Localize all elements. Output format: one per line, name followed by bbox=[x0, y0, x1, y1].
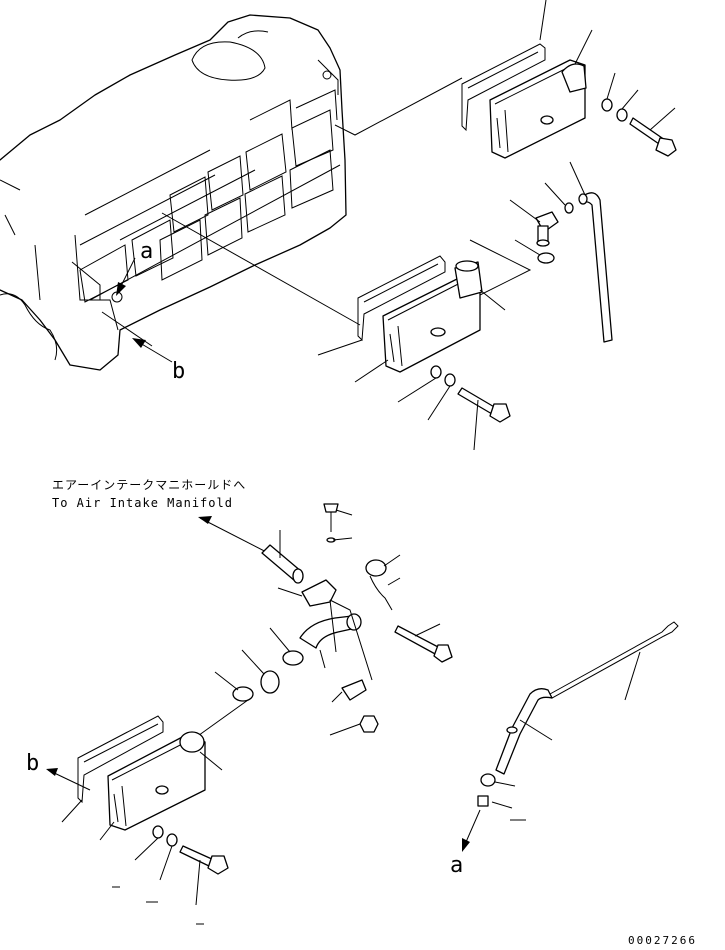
clamp-lower bbox=[232, 686, 254, 702]
washer-upper-1 bbox=[601, 98, 613, 112]
gasket-middle bbox=[357, 255, 446, 342]
svg-text:a: a bbox=[140, 239, 153, 264]
cap bbox=[365, 559, 387, 577]
gasket-upper bbox=[461, 43, 546, 132]
note-japanese: エアーインテークマニホールドへ bbox=[52, 478, 246, 492]
engine-block bbox=[0, 14, 347, 371]
hose-assembly bbox=[194, 503, 453, 739]
breather-elbow bbox=[535, 211, 559, 247]
side-cover-upper bbox=[489, 59, 586, 159]
svg-text:b: b bbox=[26, 751, 39, 776]
destination-note: エアーインテークマニホールドへ To Air Intake Manifold bbox=[52, 478, 279, 559]
clamp-upper bbox=[282, 650, 304, 666]
drawing-code: 00027266 bbox=[628, 934, 697, 947]
middle-cover-assembly bbox=[317, 255, 511, 451]
breather-tube-assembly bbox=[469, 161, 613, 343]
breather-seal bbox=[537, 252, 555, 264]
upper-cover-assembly bbox=[461, 0, 677, 159]
dipstick-adapter bbox=[477, 795, 489, 807]
washer-upper-2 bbox=[616, 108, 628, 122]
ref-arrow-b-lower: b bbox=[26, 751, 91, 791]
leader-block-to-upper-cover bbox=[334, 77, 463, 136]
dipstick-guide bbox=[495, 688, 553, 775]
gasket-lower bbox=[77, 715, 164, 804]
breather-tube bbox=[581, 192, 613, 343]
nut bbox=[359, 715, 379, 733]
lower-cover-assembly bbox=[61, 715, 229, 906]
leader-block-to-lower-cover bbox=[161, 212, 361, 326]
dipstick-nut bbox=[480, 773, 496, 787]
bolt-long bbox=[394, 625, 441, 656]
dipstick-assembly bbox=[477, 621, 679, 821]
bolt-clamp bbox=[323, 503, 339, 513]
ref-arrow-a-upper: a bbox=[116, 239, 153, 296]
bracket bbox=[301, 579, 337, 607]
svg-text:b: b bbox=[172, 359, 185, 384]
note-english: To Air Intake Manifold bbox=[52, 496, 233, 510]
dipstick-rod bbox=[549, 621, 679, 699]
coupling bbox=[260, 670, 280, 694]
ref-arrow-b-upper: b bbox=[132, 338, 185, 384]
svg-text:a: a bbox=[450, 853, 463, 878]
breather-washer bbox=[564, 202, 574, 214]
bracket-small bbox=[341, 679, 367, 701]
ref-arrow-a-lower: a bbox=[450, 809, 481, 878]
